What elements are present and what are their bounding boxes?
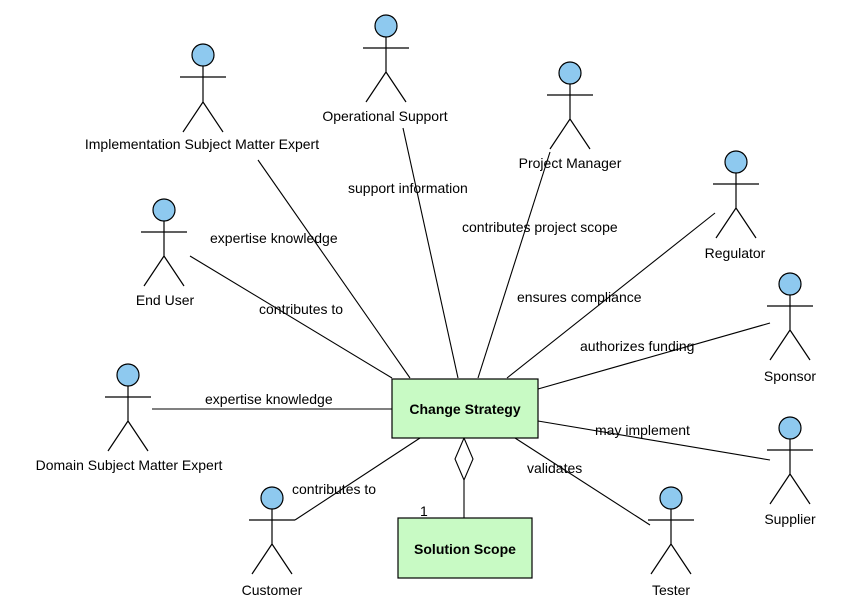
label-customer: contributes to bbox=[292, 481, 376, 497]
label-ops-support: support information bbox=[348, 180, 468, 196]
label-impl-sme: expertise knowledge bbox=[210, 230, 338, 246]
actor-head-icon bbox=[260, 486, 284, 510]
stick-figure-icon bbox=[767, 439, 813, 505]
assoc-impl-sme bbox=[257, 159, 411, 379]
actor-name: Implementation Subject Matter Expert bbox=[85, 136, 319, 152]
stick-figure-icon bbox=[713, 173, 759, 239]
actor-name: End User bbox=[136, 292, 195, 308]
actor-project-manager[interactable]: Project Manager bbox=[519, 61, 622, 171]
actor-head-icon bbox=[374, 14, 398, 38]
stick-figure-icon bbox=[547, 84, 593, 150]
actor-head-icon bbox=[778, 272, 802, 296]
actor-name: Sponsor bbox=[764, 368, 816, 384]
actor-sponsor[interactable]: Sponsor bbox=[764, 272, 816, 384]
stick-figure-icon bbox=[105, 386, 151, 452]
composition-link: 1 bbox=[420, 436, 474, 519]
actor-end-user[interactable]: End User bbox=[136, 198, 195, 308]
actor-name: Project Manager bbox=[519, 155, 622, 171]
assoc-end-user bbox=[189, 255, 393, 379]
assoc-tester bbox=[514, 437, 651, 526]
composition-multiplicity: 1 bbox=[420, 503, 428, 519]
label-tester: validates bbox=[527, 460, 582, 476]
actor-head-icon bbox=[116, 363, 140, 387]
stick-figure-icon bbox=[767, 295, 813, 361]
label-project-manager: contributes project scope bbox=[462, 219, 618, 235]
actor-regulator[interactable]: Regulator bbox=[705, 150, 766, 261]
actor-ops-support[interactable]: Operational Support bbox=[322, 14, 448, 124]
actor-name: Domain Subject Matter Expert bbox=[36, 457, 223, 473]
actor-tester[interactable]: Tester bbox=[648, 486, 694, 598]
actor-name: Customer bbox=[242, 582, 303, 598]
assoc-sponsor bbox=[537, 322, 771, 390]
actor-name: Supplier bbox=[764, 511, 816, 527]
assoc-customer bbox=[294, 437, 421, 521]
actor-head-icon bbox=[191, 43, 215, 67]
composition-diamond bbox=[454, 436, 474, 482]
actor-supplier[interactable]: Supplier bbox=[764, 416, 816, 527]
solution-scope-box[interactable]: Solution Scope bbox=[397, 517, 533, 579]
actor-name: Regulator bbox=[705, 245, 766, 261]
actor-head-icon bbox=[152, 198, 176, 222]
stick-figure-icon bbox=[141, 221, 187, 287]
associations bbox=[152, 127, 771, 526]
solution-scope-label: Solution Scope bbox=[414, 541, 516, 557]
assoc-regulator bbox=[506, 212, 716, 379]
label-sponsor: authorizes funding bbox=[580, 338, 694, 354]
actor-impl-sme[interactable]: Implementation Subject Matter Expert bbox=[85, 43, 319, 152]
actor-name: Operational Support bbox=[322, 108, 447, 124]
assoc-supplier bbox=[537, 420, 771, 461]
stick-figure-icon bbox=[180, 66, 226, 133]
actor-head-icon bbox=[724, 150, 748, 174]
actor-head-icon bbox=[558, 61, 582, 85]
label-domain-sme: expertise knowledge bbox=[205, 391, 333, 407]
actor-head-icon bbox=[659, 486, 683, 510]
assoc-ops-support bbox=[402, 127, 459, 379]
label-end-user: contributes to bbox=[259, 301, 343, 317]
change-strategy-label: Change Strategy bbox=[409, 401, 520, 417]
assoc-project-manager bbox=[477, 151, 551, 379]
change-strategy-box[interactable]: Change Strategy bbox=[391, 378, 539, 439]
stick-figure-icon bbox=[363, 37, 409, 103]
actor-name: Tester bbox=[652, 582, 690, 598]
actor-head-icon bbox=[778, 416, 802, 440]
actor-customer[interactable]: Customer bbox=[242, 486, 303, 598]
stick-figure-icon bbox=[249, 509, 295, 575]
label-regulator: ensures compliance bbox=[517, 289, 642, 305]
actor-domain-sme[interactable]: Domain Subject Matter Expert bbox=[36, 363, 223, 473]
relation-labels: expertise knowledge support information … bbox=[205, 180, 694, 497]
stick-figure-icon bbox=[648, 509, 694, 575]
label-supplier: may implement bbox=[595, 422, 690, 438]
